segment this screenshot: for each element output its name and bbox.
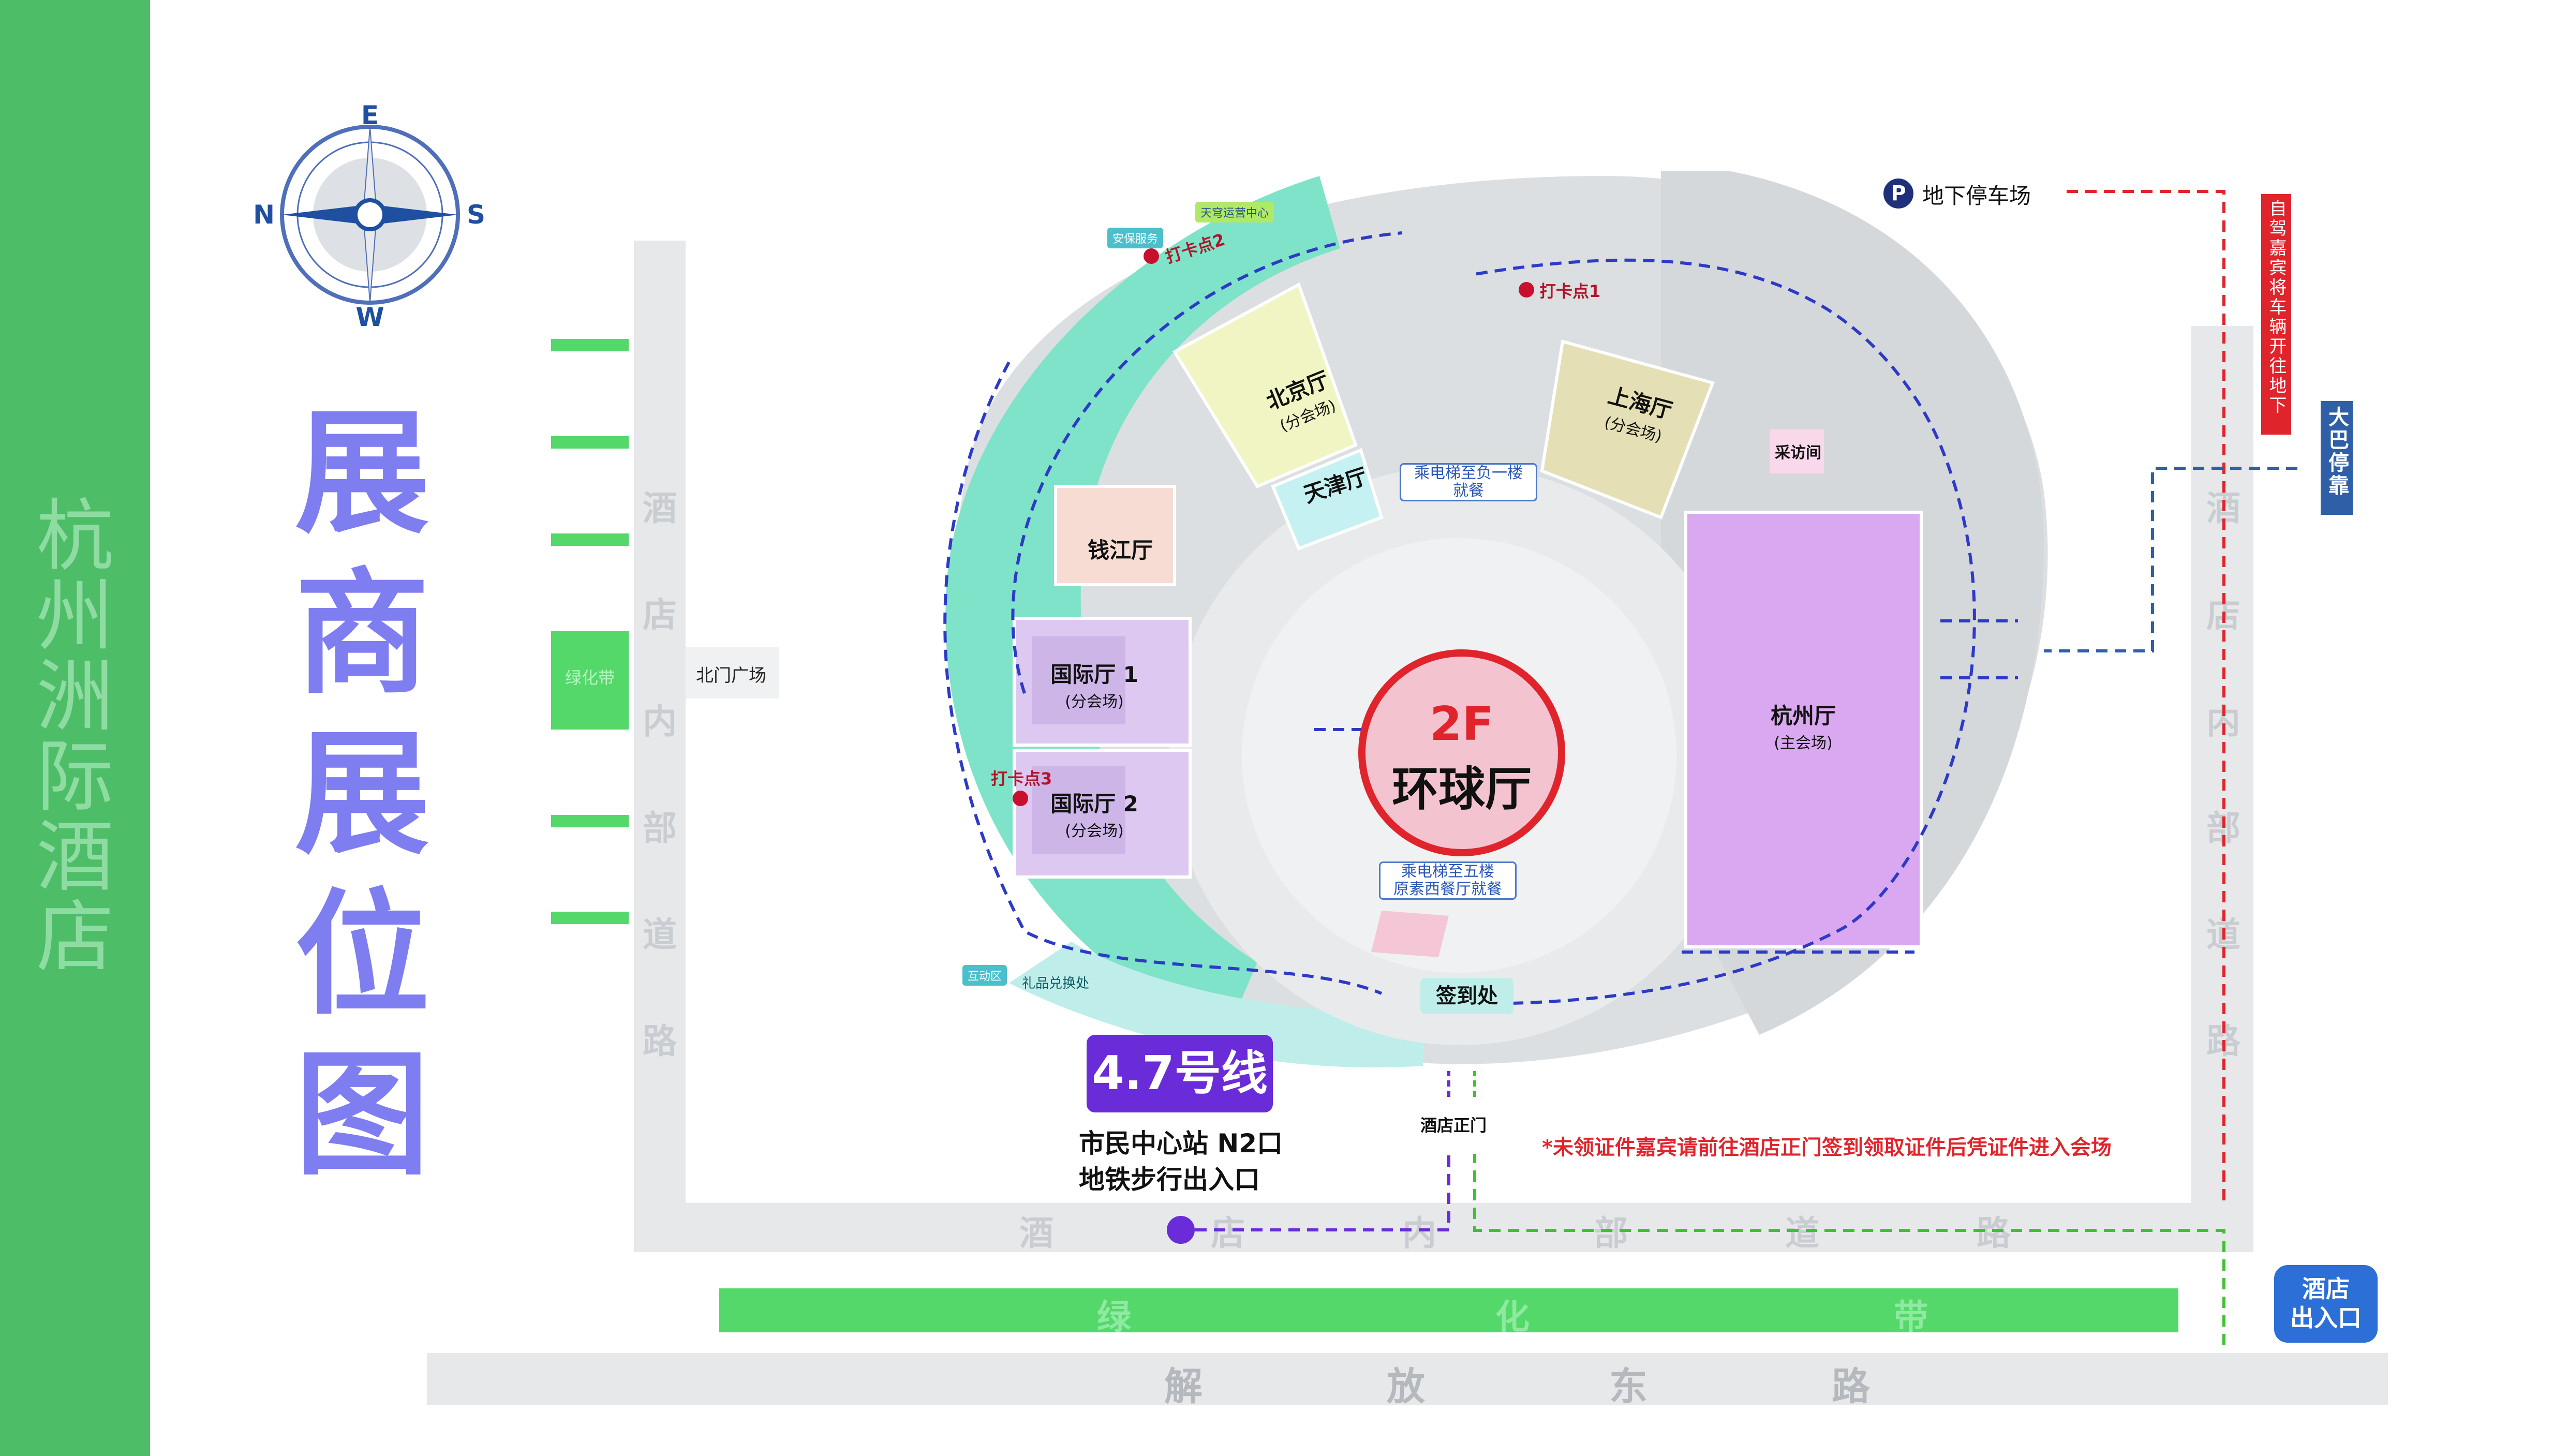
bus-stop-sign: 大巴停靠点 (2293, 401, 2353, 515)
green-marker (551, 533, 629, 546)
international-hall-1: 国际厅 1 (分会场) (1050, 662, 1138, 711)
green-belt-char: 带 (1894, 1297, 1928, 1337)
venue-floorplan (943, 171, 2048, 1068)
green-marker (551, 912, 629, 924)
checkpoint-2-icon (1144, 248, 1159, 264)
page-title: 展 商 展 位 图 (295, 394, 429, 1194)
green-belt-char: 绿 (1097, 1297, 1131, 1337)
green-marker (551, 815, 629, 827)
sidebar (0, 0, 150, 1456)
south-road-char: 部 (1594, 1213, 1628, 1253)
compass-icon: E W N S (253, 103, 485, 332)
qianjiang-hall: 钱江厅 (1087, 538, 1153, 563)
green-belt-char: 化 (1495, 1297, 1530, 1337)
hangzhou-hall: 杭州厅 (主会场) (1770, 703, 1836, 752)
notice-text: *未领证件嘉宾请前往酒店正门签到领取证件后凭证件进入会场 (1542, 1136, 2112, 1160)
compass-west: W (355, 302, 384, 332)
metro-line-badge: 4.7号线 (1087, 1035, 1273, 1112)
green-belt (719, 1288, 2178, 1332)
international-hall-2: 国际厅 2 (分会场) (1050, 791, 1138, 840)
main-road-char: 路 (1832, 1364, 1870, 1409)
checkpoint-1-icon (1519, 282, 1534, 298)
checkpoint-1: 打卡点1 (1539, 281, 1601, 301)
main-road-char: 放 (1387, 1364, 1425, 1409)
checkpoint-3: 打卡点3 (991, 769, 1052, 789)
west-internal-road (634, 241, 686, 1252)
tianqiong-center: 天穹运营中心 (1195, 202, 1274, 222)
elevator-b1-sign: 乘电梯至负一楼 就餐 (1400, 463, 1537, 501)
hotel-main-gate: 酒店正门 (1420, 1116, 1487, 1135)
compass-south: S (467, 200, 485, 230)
green-marker (551, 339, 629, 351)
main-road-char: 解 (1164, 1364, 1203, 1409)
metro-exit: 地铁步行出入口 (1079, 1165, 1260, 1195)
underground-parking: 地下停车场 (1922, 183, 2031, 209)
elevator-5f-sign: 乘电梯至五楼 原素西餐厅就餐 (1379, 861, 1517, 900)
checkpoint-3-icon (1013, 791, 1028, 806)
south-road-char: 路 (1977, 1213, 2011, 1253)
south-road-char: 店 (1211, 1213, 1245, 1253)
global-hall-name: 环球厅 (1392, 762, 1532, 816)
jiefang-east-road (427, 1353, 2388, 1405)
south-road-char: 道 (1785, 1213, 1819, 1253)
south-road-char: 内 (1402, 1213, 1436, 1253)
hotel-exit-sign: 酒店 出入口 (2274, 1265, 2378, 1343)
green-belt-label: 绿化带 (565, 668, 615, 688)
metro-station: 市民中心站 N2口 (1079, 1128, 1283, 1158)
security-service: 安保服务 (1107, 228, 1164, 248)
interactive-area: 互动区 (962, 965, 1007, 986)
green-belt-block (551, 631, 629, 730)
main-road-char: 东 (1609, 1364, 1647, 1409)
south-road-char: 酒 (1019, 1213, 1053, 1253)
global-hall-floor: 2F (1429, 697, 1494, 751)
west-road-label: 酒店内部道路 (643, 488, 677, 1061)
compass-north: N (253, 200, 275, 230)
vip-parking-sign: 自驾嘉宾将车辆开往地下停车场 (2236, 194, 2291, 435)
metro-exit-marker (1167, 1216, 1195, 1244)
parking-icon: P (1883, 179, 1913, 209)
checkin-desk: 签到处 (1420, 978, 1513, 1014)
north-plaza (686, 647, 779, 699)
gift-exchange: 礼品兑换处 (1022, 976, 1090, 991)
interview-room: 采访间 (1775, 444, 1821, 462)
green-marker (551, 436, 629, 449)
hotel-name: 杭州洲际酒店 (36, 492, 114, 983)
north-plaza-label: 北门广场 (696, 665, 766, 686)
south-internal-road (634, 1203, 2253, 1252)
compass-east: E (361, 103, 379, 130)
